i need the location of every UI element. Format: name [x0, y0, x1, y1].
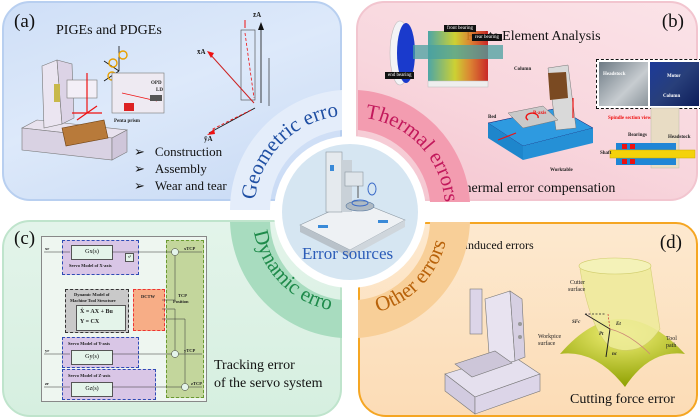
dctw-block: DCTW	[133, 289, 165, 331]
bearings-label: Bearings	[628, 133, 647, 138]
servo-y-label: Servo Model of Y-axis	[68, 341, 111, 346]
bullet-item: ➢Construction	[134, 144, 223, 159]
zr-signal: zr	[45, 381, 49, 386]
photo-inset: Headstock Motor Column	[596, 59, 700, 109]
rear-bearing-tag: rear bearing	[472, 34, 503, 41]
gy-block: Gy(s)	[71, 350, 113, 365]
error-cause-list: ➢Construction ➢Assembly ➢Wear and tear	[134, 143, 227, 194]
panel-d-tag: (d)	[659, 232, 682, 253]
sf-vector-label: SFc	[572, 320, 581, 325]
bullet-item: ➢Assembly	[134, 161, 207, 176]
servo-y-block: Servo Model of Y-axis Gy(s)	[62, 337, 139, 368]
s2-block: s²	[125, 253, 134, 262]
axis-xa-label: x̄A	[197, 48, 206, 56]
vertical-machining-center-illustration	[444, 288, 541, 415]
panel-c-caption-line1: Tracking error	[214, 358, 295, 373]
dyn-title-1: Dynamic Model of	[74, 292, 110, 297]
axis-za-label: z̄A	[253, 11, 262, 19]
cutting-force-illustration	[560, 257, 685, 387]
panel-c-tag: (c)	[14, 228, 36, 249]
front-bearing-tag: front bearing	[444, 25, 476, 32]
panel-a-tag: (a)	[14, 11, 36, 32]
dynamic-model-block: Dynamic Model of Machine Tool Structure …	[65, 289, 129, 333]
panel-b-subtitle: Thermal error compensation	[456, 181, 616, 196]
headstock-photo	[599, 62, 648, 106]
dctw-label: DCTW	[141, 294, 156, 299]
gx-block: Gx(s)	[71, 245, 113, 260]
other-ring-segment	[358, 222, 470, 338]
workpiece-surface-label: surface	[538, 341, 556, 347]
error-sources-label: Error sources	[302, 244, 394, 263]
output-equation: Y = CX	[80, 319, 100, 325]
machine-bed-illustration	[487, 64, 594, 160]
signal-wires	[44, 248, 202, 391]
geometric-ring-segment	[229, 90, 342, 210]
spindle-section-label: Spindle section view	[608, 116, 652, 121]
arrow-bullet-icon: ➢	[134, 178, 145, 193]
coordinate-frame-diagram	[207, 20, 270, 135]
state-equation: Ẋ = AX + Bu	[80, 309, 113, 315]
xr-signal: xr	[45, 246, 50, 251]
dyn-title-2: Machine Tool Structure	[70, 298, 116, 303]
panel-d-subtitle: Cutting force error	[570, 392, 675, 407]
ld-label: LD	[156, 88, 163, 93]
column-label: Column	[514, 67, 532, 72]
xtcp-signal: xTCP	[184, 246, 196, 251]
servo-x-block: Gx(s) s² Servo Model of X-axis	[62, 240, 139, 275]
headstock-section-label: Headstock	[668, 135, 691, 140]
state-space-box: Ẋ = AX + Bu Y = CX	[76, 305, 126, 331]
tool-label: Tool	[666, 336, 677, 342]
b-axis-label: B-axis	[533, 111, 547, 116]
servo-z-block: Servo Model of Z-axis Gz(s)	[62, 369, 156, 400]
servo-z-label: Servo Model of Z-axis	[68, 373, 111, 378]
bed-label: Bed	[488, 115, 497, 120]
pt-point-label: Pt	[599, 332, 604, 337]
arrow-bullet-icon: ➢	[134, 144, 145, 159]
penta-prism-label: Penta prism	[114, 119, 140, 124]
cutter-surface-label: surface	[568, 287, 586, 293]
thermal-ring-segment	[358, 90, 470, 202]
motor-photo	[650, 62, 699, 106]
worktable-label: Worktable	[550, 168, 573, 173]
arrow-bullet-icon: ➢	[134, 161, 145, 176]
axis-ya-label: ȳA	[204, 135, 213, 143]
tcp-label: TCP	[178, 293, 187, 298]
headstock-photo-label: Headstock	[603, 72, 626, 77]
servo-x-label: Servo Model of X-axis	[69, 263, 112, 268]
machine-tool-icon	[299, 151, 406, 257]
opd-label: OPD	[151, 81, 162, 86]
ytcp-signal: yTCP	[184, 348, 196, 353]
tool-path-label: path	[666, 343, 677, 349]
panel-a-title: PIGEs and PDGEs	[56, 23, 162, 38]
ztcp-signal: zTCP	[191, 381, 202, 386]
position-label: Position	[173, 299, 189, 304]
machine-tool-illustration	[21, 59, 128, 161]
cutter-label: Cutter	[570, 280, 585, 286]
column-photo-label: Column	[663, 94, 681, 99]
panel-c-caption-line2: of the servo system	[214, 376, 323, 391]
panel-thermal-errors: (b) Finite Element Analysis Thermal erro…	[356, 1, 700, 201]
dynamic-ring-segment	[230, 222, 342, 338]
shaft-label: Shaft	[600, 151, 612, 156]
et-vector-label: Et	[616, 322, 621, 327]
panel-b-tag: (b)	[661, 11, 684, 32]
workpiece-label: Workpice	[538, 334, 562, 340]
end-bearing-tag: end bearing	[385, 72, 415, 79]
panel-geometric-errors: (a) PIGEs and PDGEs OPD LD Penta prism	[2, 1, 342, 201]
laser-measurement-illustration	[111, 72, 165, 114]
yr-signal: yr	[45, 348, 50, 353]
axes-rotation-icon	[103, 46, 128, 82]
gz-block: Gz(s)	[71, 382, 113, 397]
spindle-section-illustration	[609, 107, 696, 169]
motor-photo-label: Motor	[667, 74, 681, 79]
bullet-item: ➢Wear and tear	[134, 178, 227, 193]
nc-vector-label: nc	[612, 352, 617, 357]
servo-block-diagram: Gx(s) s² Servo Model of X-axis Dynamic M…	[41, 236, 207, 402]
